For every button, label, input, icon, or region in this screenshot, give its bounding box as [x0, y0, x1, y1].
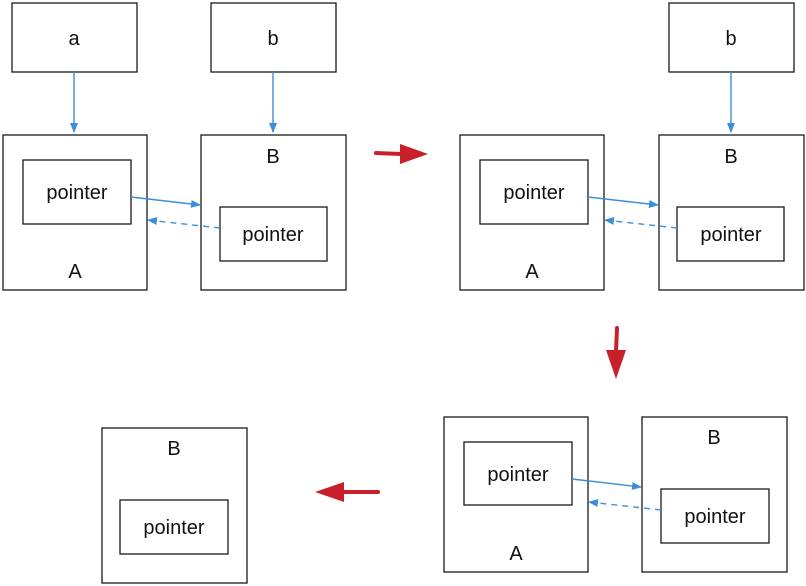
object-B-pointer-box	[219, 206, 328, 262]
transition-arrow-right	[374, 144, 428, 164]
object-B-pointer-label: pointer	[684, 506, 745, 528]
variable-b-label: b	[267, 28, 278, 50]
object-A-pointer-label: pointer	[46, 182, 107, 204]
object-B-label: B	[167, 438, 180, 460]
object-B-pointer-label: pointer	[700, 224, 761, 246]
edge-A-pointer-to-B	[130, 196, 201, 208]
edge-A-pointer-to-B	[571, 478, 642, 490]
object-B-pointer-box	[660, 488, 770, 544]
object-A-pointer-box	[463, 441, 573, 506]
edge-B-pointer-to-A-weak	[147, 217, 221, 229]
transition-arrow-left	[315, 482, 380, 502]
stage-4: B pointer	[101, 427, 248, 584]
edge-A-pointer-to-B	[587, 196, 659, 208]
variable-a-box	[11, 2, 138, 73]
object-A-label: A	[68, 261, 82, 283]
object-A-pointer-label: pointer	[487, 464, 548, 486]
variable-b-box	[210, 2, 337, 73]
stage-3: pointer A B pointer	[443, 416, 788, 573]
object-B-label: B	[724, 146, 737, 168]
variable-b-label: b	[725, 28, 736, 50]
object-B-label: B	[707, 427, 720, 449]
edge-B-pointer-to-A-weak	[604, 217, 678, 229]
object-B-pointer-label: pointer	[242, 224, 303, 246]
object-A-pointer-label: pointer	[503, 182, 564, 204]
object-A-pointer-box	[22, 159, 132, 225]
stage-2: b pointer A B pointer	[459, 2, 805, 291]
edge-B-pointer-to-A-weak	[588, 499, 662, 511]
stage-1: a b pointer A B pointer	[2, 2, 347, 291]
object-A-label: A	[509, 543, 523, 565]
object-B-label: B	[266, 146, 279, 168]
object-A-label: A	[525, 261, 539, 283]
object-B-pointer-box	[119, 499, 229, 555]
variable-b-box	[668, 2, 795, 73]
object-B-pointer-label: pointer	[143, 517, 204, 539]
transition-arrow-down	[606, 326, 626, 379]
object-B-pointer-box	[676, 206, 785, 262]
object-A-pointer-box	[479, 159, 589, 225]
variable-a-label: a	[68, 28, 80, 50]
